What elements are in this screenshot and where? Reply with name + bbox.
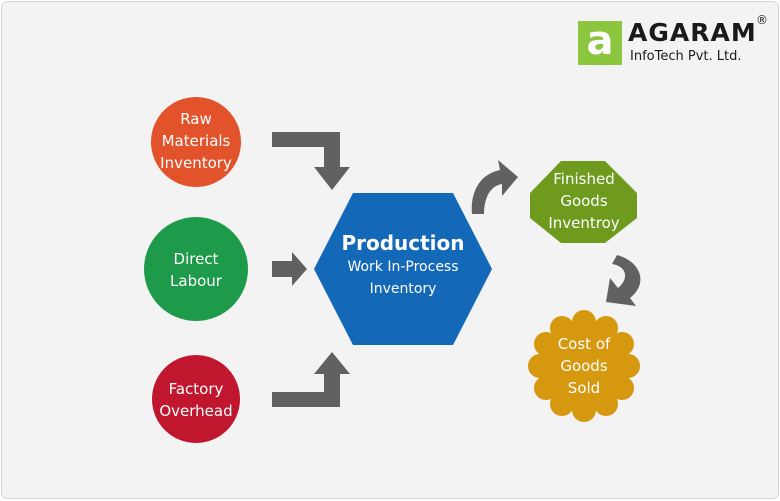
factory-overhead-label: Factory Overhead bbox=[136, 378, 256, 422]
arrow-finished-to-cost bbox=[606, 255, 641, 306]
factory-overhead-line-2: Overhead bbox=[159, 402, 233, 420]
company-logo: a AGARAM ® InfoTech Pvt. Ltd. bbox=[578, 13, 768, 69]
raw-materials-node bbox=[151, 97, 241, 187]
direct-labour-label: Direct Labour bbox=[136, 248, 256, 292]
finished-goods-line-3: Inventroy bbox=[548, 214, 620, 232]
arrow-labour-to-production bbox=[272, 252, 307, 286]
production-node bbox=[314, 193, 492, 345]
cost-of-goods-node bbox=[528, 310, 640, 422]
production-line-2: Inventory bbox=[369, 281, 437, 297]
finished-goods-line-2: Goods bbox=[560, 192, 608, 210]
logo-mark-icon: a bbox=[578, 21, 622, 65]
arrows bbox=[272, 132, 641, 407]
arrow-raw-to-production bbox=[272, 132, 350, 190]
production-line-1: Work In-Process bbox=[347, 259, 459, 275]
factory-overhead-node bbox=[152, 355, 240, 443]
arrow-overhead-to-production bbox=[272, 352, 350, 407]
cost-of-goods-line-2: Goods bbox=[560, 357, 608, 375]
raw-materials-line-2: Materials bbox=[161, 132, 231, 150]
raw-materials-label: Raw Materials Inventory bbox=[136, 108, 256, 174]
production-label: Production Work In-Process Inventory bbox=[323, 230, 483, 300]
logo-name: AGARAM bbox=[628, 18, 757, 47]
direct-labour-node bbox=[144, 217, 248, 321]
logo-subtitle: InfoTech Pvt. Ltd. bbox=[630, 49, 742, 64]
finished-goods-line-1: Finished bbox=[553, 170, 615, 188]
production-title: Production bbox=[341, 231, 465, 255]
cost-of-goods-line-3: Sold bbox=[567, 379, 601, 397]
direct-labour-line-1: Direct bbox=[173, 250, 219, 268]
raw-materials-line-1: Raw bbox=[180, 110, 212, 128]
finished-goods-label: Finished Goods Inventroy bbox=[523, 168, 645, 234]
cost-of-goods-line-1: Cost of bbox=[557, 335, 611, 353]
factory-overhead-line-1: Factory bbox=[168, 380, 224, 398]
raw-materials-line-3: Inventory bbox=[160, 154, 232, 172]
arrow-production-to-finished bbox=[471, 160, 518, 214]
registered-mark: ® bbox=[756, 13, 768, 27]
cost-of-goods-label: Cost of Goods Sold bbox=[523, 333, 645, 399]
direct-labour-line-2: Labour bbox=[170, 272, 222, 290]
finished-goods-node bbox=[530, 161, 637, 243]
production-subtitle: Work In-Process Inventory bbox=[323, 256, 483, 300]
